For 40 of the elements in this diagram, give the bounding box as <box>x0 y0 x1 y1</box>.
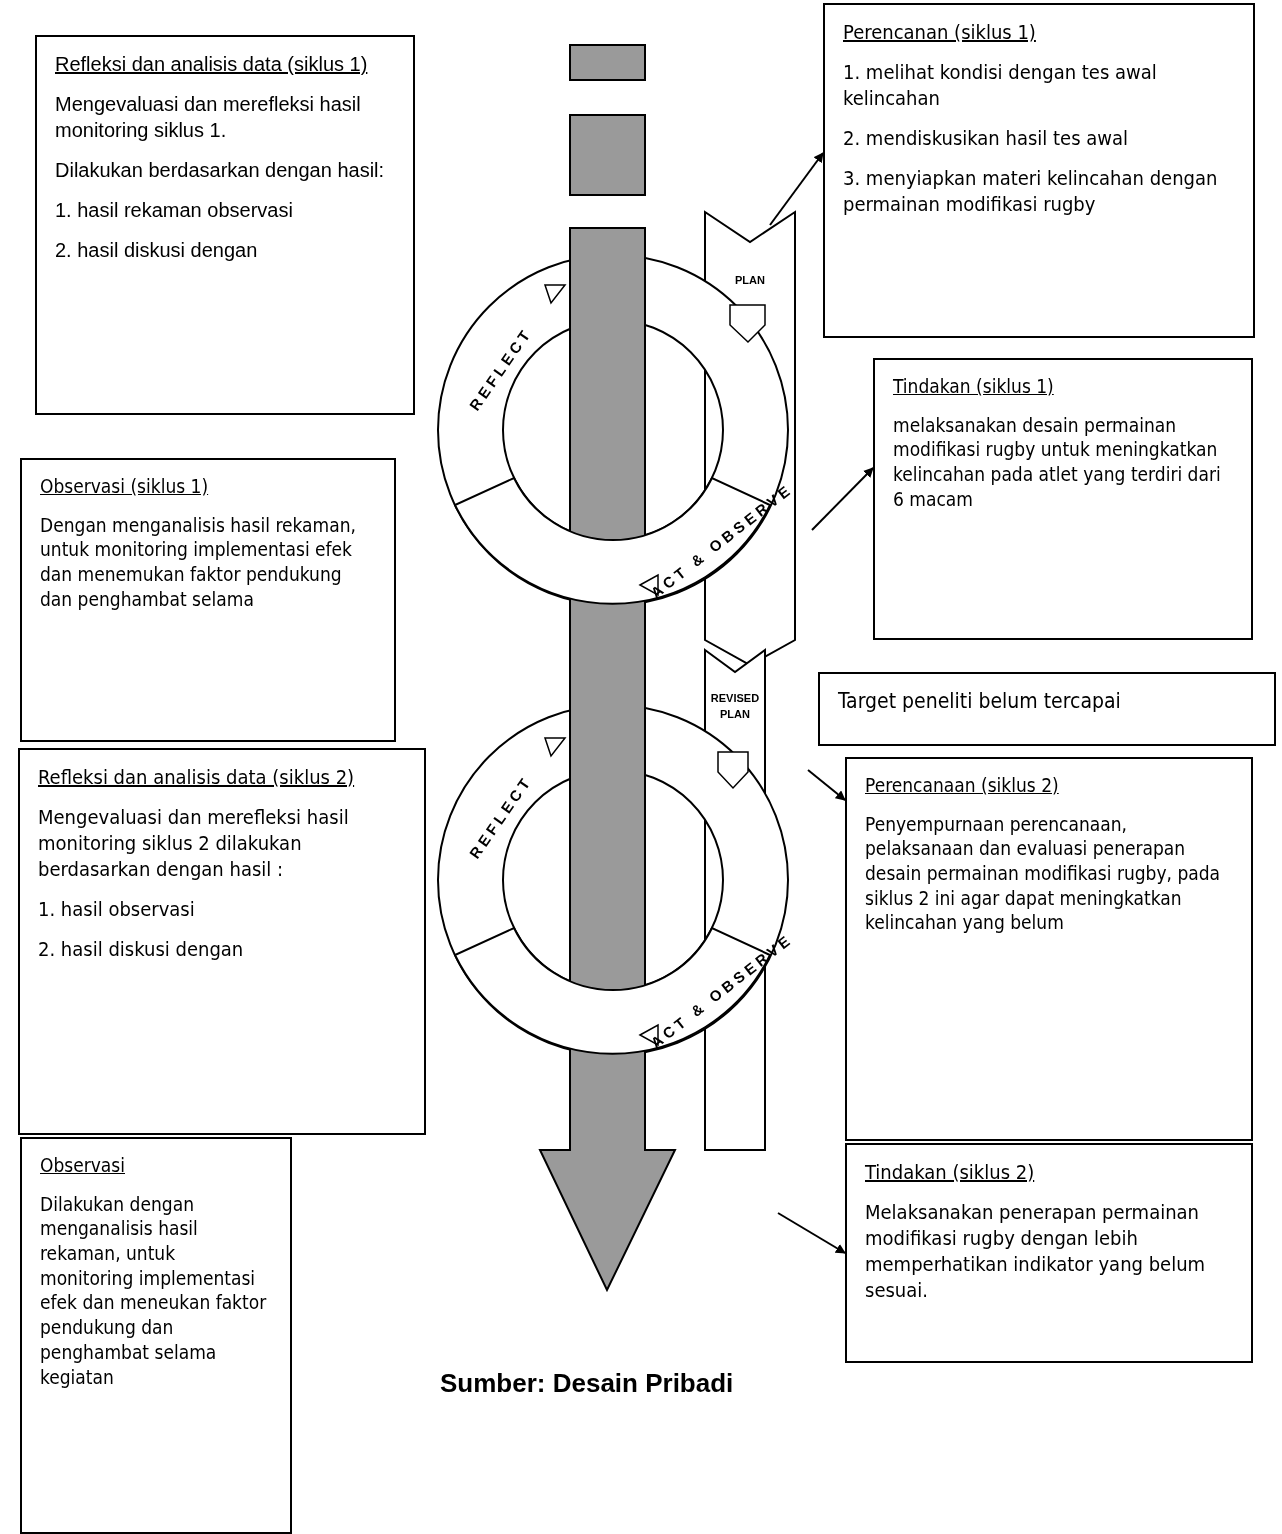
text-box <box>20 1137 292 1534</box>
text-box <box>845 757 1253 1141</box>
text-box <box>823 3 1255 338</box>
box-heading: Perencanan (siklus 1) <box>843 19 1037 45</box>
box-heading: Tindakan (siklus 2) <box>865 1159 1036 1185</box>
box-text: 1. melihat kondisi dengan tes awal kelincahan <box>843 59 1158 111</box>
box-heading: Refleksi dan analisis data (siklus 2) <box>38 764 356 790</box>
box-text: Dilakukan berdasarkan dengan hasil: <box>55 158 386 183</box>
box-text: Mengevaluasi dan merefleksi hasil monitoring siklus 1. <box>55 92 362 143</box>
box-text: 2. hasil diskusi dengan <box>55 238 259 263</box>
box-text: 3. menyiapkan materi kelincahan dengan permainan modifikasi rugby <box>843 165 1219 217</box>
caption: Sumber: Desain Pribadi <box>440 1368 734 1399</box>
text-box <box>35 35 415 415</box>
box-heading: Tindakan (siklus 1) <box>893 374 1055 399</box>
stage-label: REVISED PLAN <box>710 692 760 720</box>
text-box <box>873 358 1253 640</box>
box-heading: Perencanaan (siklus 2) <box>865 773 1060 798</box>
box-text: Dilakukan dengan menganalisis hasil rekaman, untuk monitoring implementasi efek dan meneukan faktor pendukung dan penghambat selama kegiatan <box>40 1191 268 1390</box>
text-box <box>18 748 426 1135</box>
box-text: Target peneliti belum tercapai <box>838 688 1122 715</box>
box-text: Penyempurnaan perencanaan, pelaksanaan dan evaluasi penerapan desain permainan modifikasi rugby, pada siklus 2 ini agar dapat meningkatkan kelincahan yang belum <box>865 811 1222 936</box>
box-text: melaksanakan desain permainan modifikasi rugby untuk meningkatkan kelincahan pada atlet yang terdiri dari 6 macam <box>893 412 1222 512</box>
arrow <box>777 1212 846 1254</box>
box-heading: Refleksi dan analisis data (siklus 1) <box>55 52 369 77</box>
box-heading: Observasi (siklus 1) <box>40 474 210 499</box>
box-heading: Observasi <box>40 1153 126 1178</box>
box-text: Mengevaluasi dan merefleksi hasil monitoring siklus 2 dilakukan berdasarkan dengan hasil : <box>38 804 350 882</box>
box-text: Melaksanakan penerapan permainan modifikasi rugby dengan lebih memperhatikan indikator yang belum sesuai. <box>865 1199 1207 1303</box>
box-text: 1. hasil observasi <box>38 896 196 922</box>
text-box <box>818 672 1276 746</box>
box-text: 2. hasil diskusi dengan <box>38 936 245 962</box>
box-text: Dengan menganalisis hasil rekaman, untuk monitoring implementasi efek dan menemukan faktor pendukung dan penghambat selama <box>40 512 357 612</box>
text-box <box>845 1143 1253 1363</box>
stage-label: PLAN <box>735 274 765 286</box>
box-text: 1. hasil rekaman observasi <box>55 198 294 223</box>
box-text: 2. mendiskusikan hasil tes awal <box>843 125 1129 151</box>
text-box <box>20 458 396 742</box>
arrow <box>807 769 846 801</box>
arrow <box>811 467 874 531</box>
arrow <box>769 152 824 226</box>
